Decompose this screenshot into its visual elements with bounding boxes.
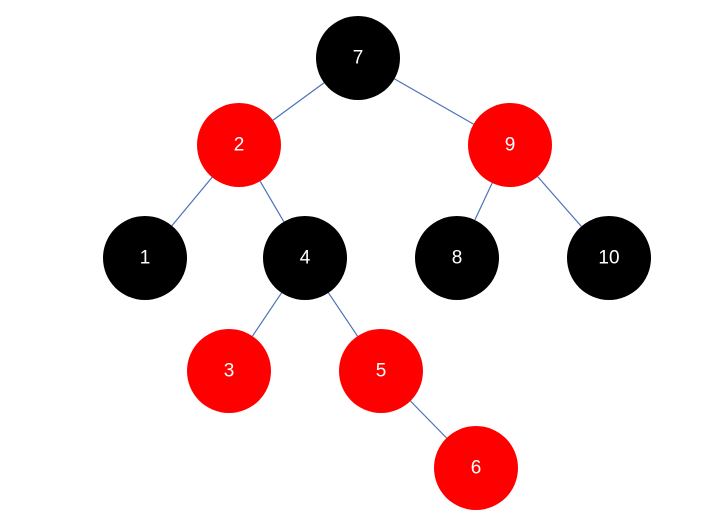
node-label: 10 — [598, 248, 619, 269]
node-6: 6 — [434, 426, 518, 510]
node-circle — [187, 329, 271, 413]
node-label: 4 — [300, 248, 311, 269]
edge-9-8 — [474, 182, 493, 221]
node-label: 9 — [505, 135, 516, 156]
node-label: 6 — [471, 458, 482, 479]
node-circle — [263, 216, 347, 300]
node-circle — [316, 16, 400, 100]
edge-4-5 — [327, 292, 359, 337]
node-circle — [197, 103, 281, 187]
node-label: 7 — [353, 48, 364, 69]
edge-7-9 — [394, 78, 474, 125]
node-circle — [468, 103, 552, 187]
node-circle — [415, 216, 499, 300]
edge-9-10 — [537, 176, 582, 227]
node-5: 5 — [339, 329, 423, 413]
node-7: 7 — [316, 16, 400, 100]
node-label: 2 — [234, 135, 245, 156]
node-10: 10 — [567, 216, 651, 300]
node-2: 2 — [197, 103, 281, 187]
node-label: 1 — [140, 248, 151, 269]
node-label: 5 — [376, 361, 387, 382]
edge-5-6 — [409, 400, 448, 439]
node-circle — [339, 329, 423, 413]
tree-nodes: 7 2 9 1 4 8 10 3 — [103, 16, 651, 510]
edge-2-1 — [171, 176, 213, 227]
node-4: 4 — [263, 216, 347, 300]
edge-4-3 — [251, 292, 283, 337]
node-circle — [434, 426, 518, 510]
tree-edges — [171, 78, 582, 439]
edge-2-4 — [259, 180, 285, 223]
node-3: 3 — [187, 329, 271, 413]
edge-7-2 — [272, 82, 325, 121]
node-label: 3 — [224, 361, 235, 382]
node-1: 1 — [103, 216, 187, 300]
node-8: 8 — [415, 216, 499, 300]
node-label: 8 — [452, 248, 463, 269]
node-9: 9 — [468, 103, 552, 187]
node-circle — [567, 216, 651, 300]
node-circle — [103, 216, 187, 300]
